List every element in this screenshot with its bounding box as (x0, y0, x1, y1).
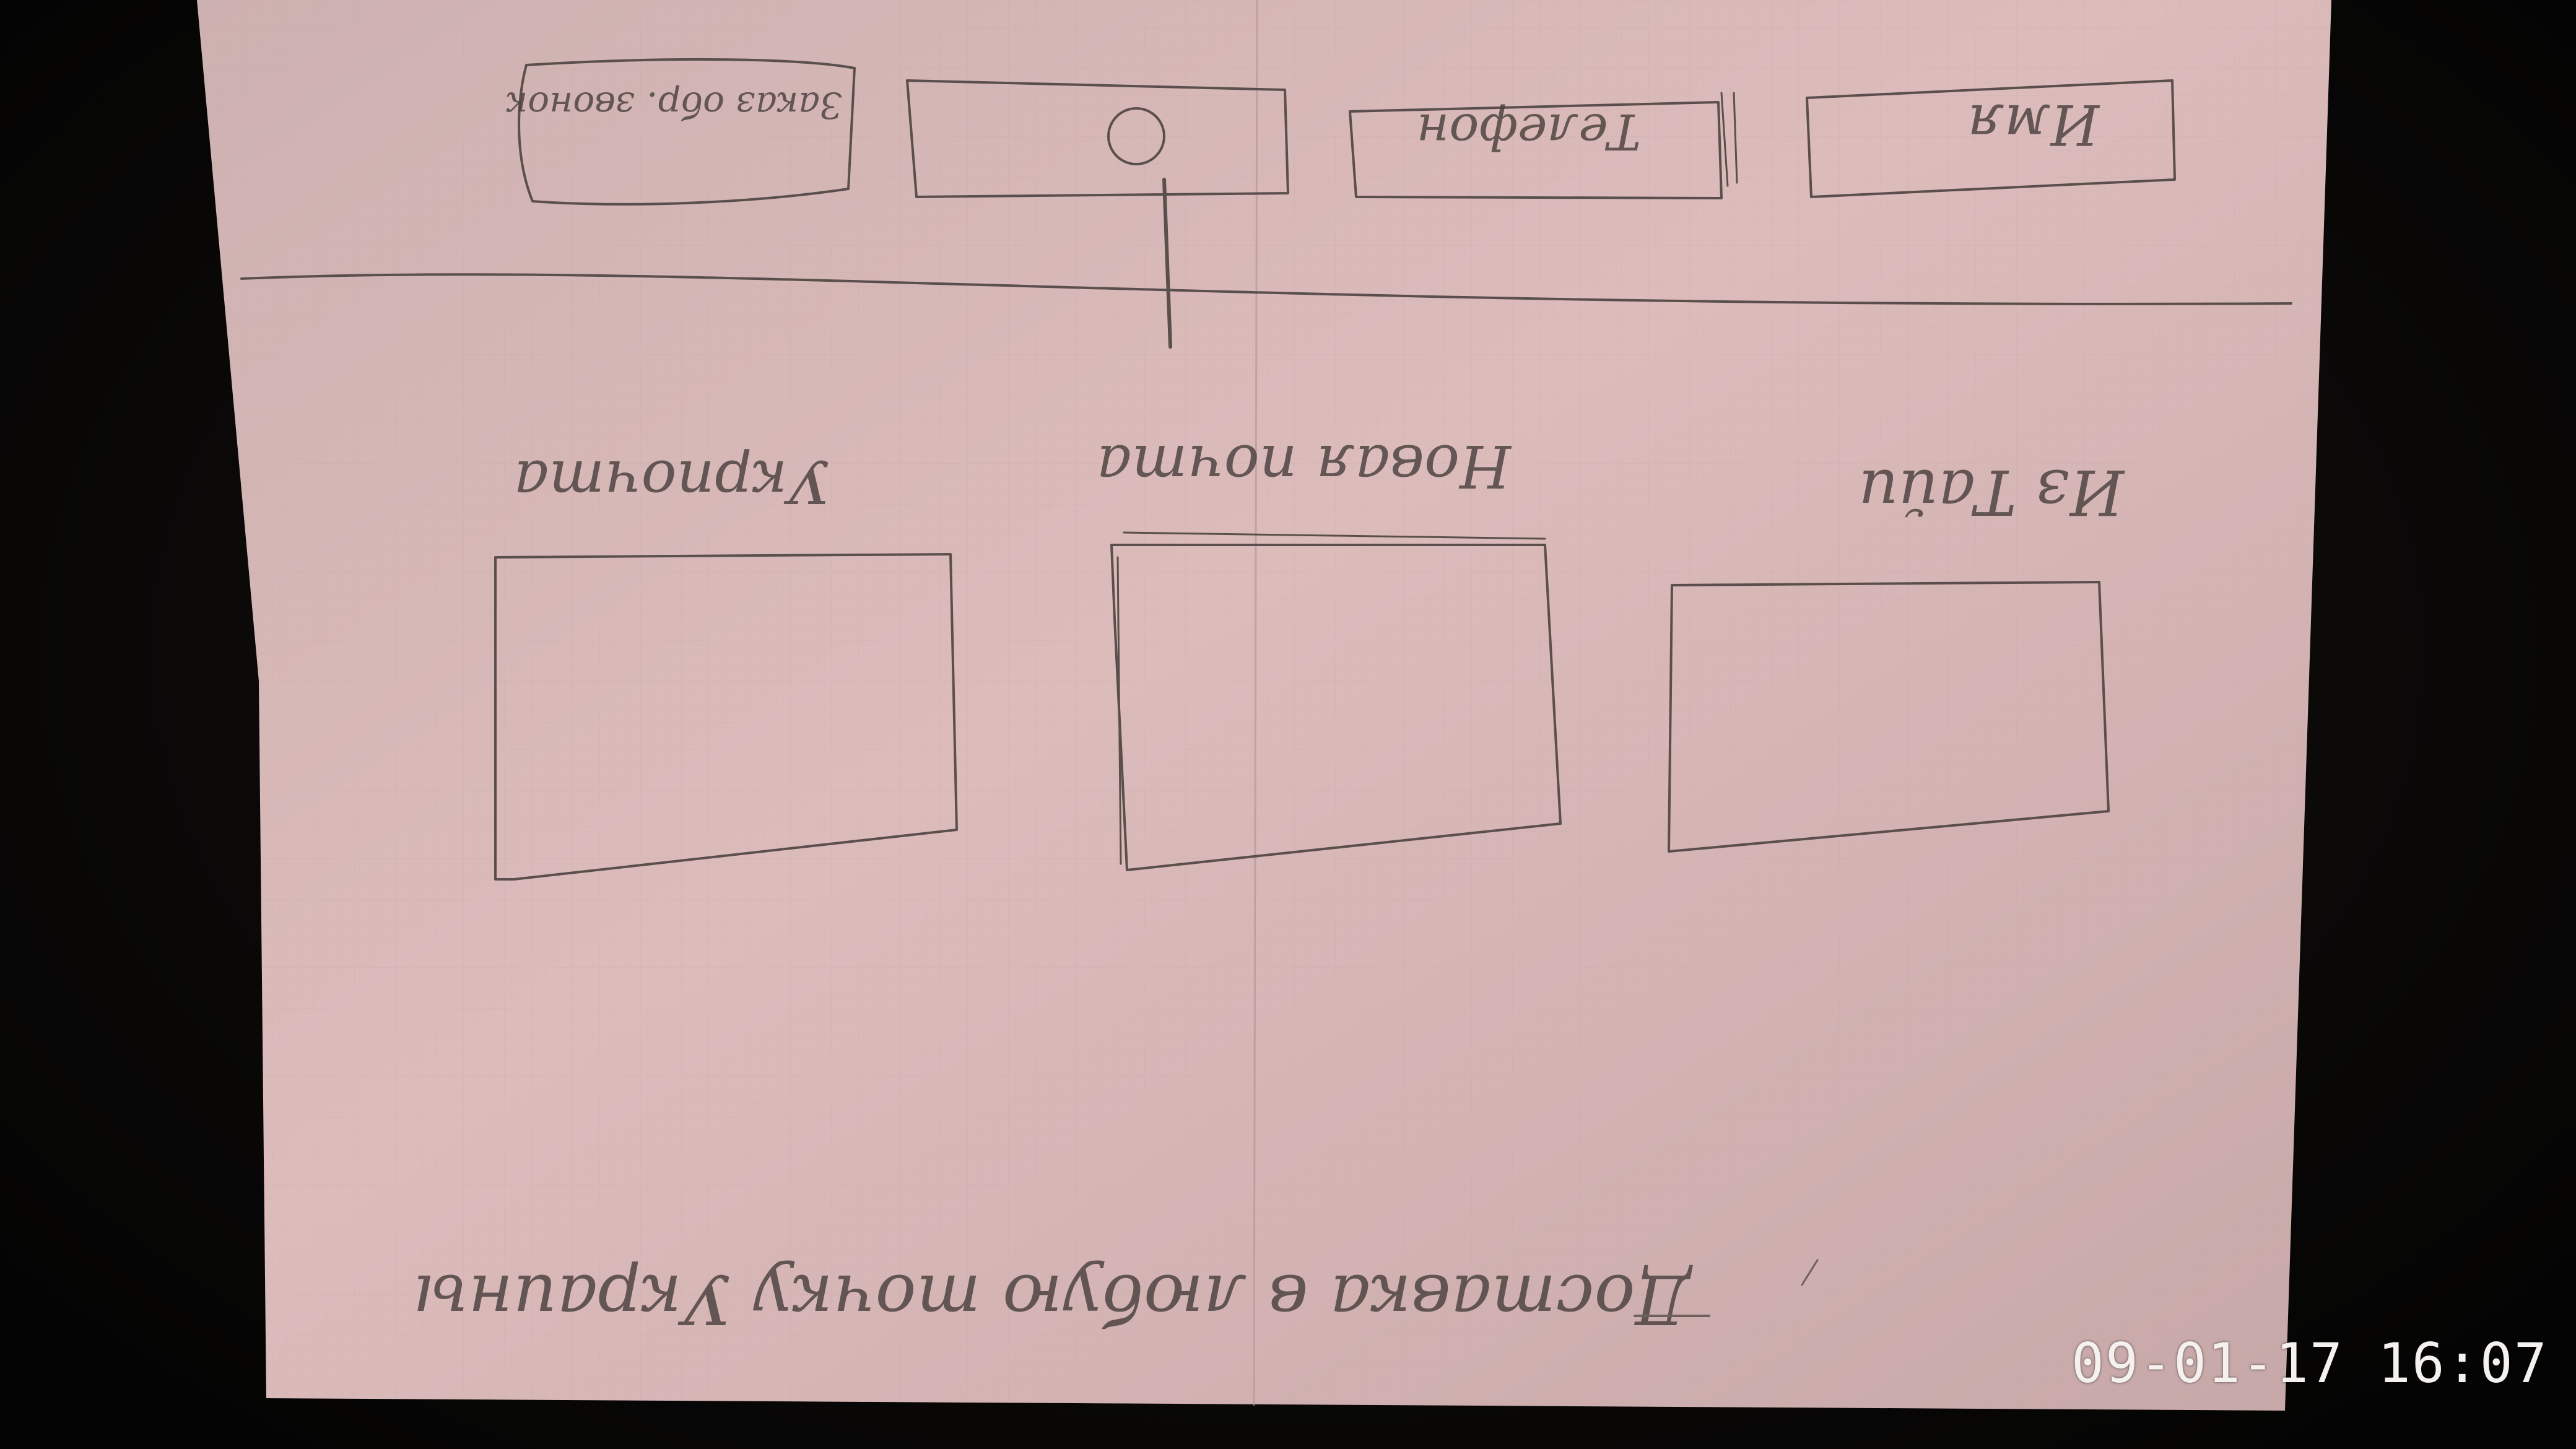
delivery-cards (494, 531, 2110, 881)
card-2-caption: Новая почта (1097, 432, 1512, 500)
form-fields (518, 58, 2176, 349)
header-divider (240, 273, 2292, 305)
footer-caption: Доставка в любую точку Украины (412, 1260, 1693, 1339)
footer-caption-group: Доставка в любую точку Украины (412, 1259, 1819, 1339)
card-1-box (1668, 581, 2110, 853)
name-field-box (1806, 79, 2176, 198)
phone-label: Телефон (1417, 103, 1641, 160)
order-label: Заказ обр. звонок (506, 84, 842, 126)
name-label: Имя (1967, 92, 2100, 157)
at-sign-icon (1107, 107, 1165, 165)
card-3-box (494, 553, 958, 881)
card-captions: Из Тайи Новая почта Укрпочта (514, 432, 2125, 528)
phone-field-box (1349, 101, 1723, 199)
camera-timestamp: 09-01-17 16:07 (2071, 1331, 2548, 1395)
card-2-box (1110, 544, 1562, 871)
card-3-caption: Укрпочта (514, 447, 830, 515)
card-1-caption: Из Тайи (1858, 456, 2125, 528)
field-labels: Имя Телефон Заказ обр. звонок (506, 84, 2100, 160)
paper-sheet (197, 0, 2331, 1411)
email-field-box (906, 79, 1289, 198)
callback-button-box (518, 58, 856, 206)
